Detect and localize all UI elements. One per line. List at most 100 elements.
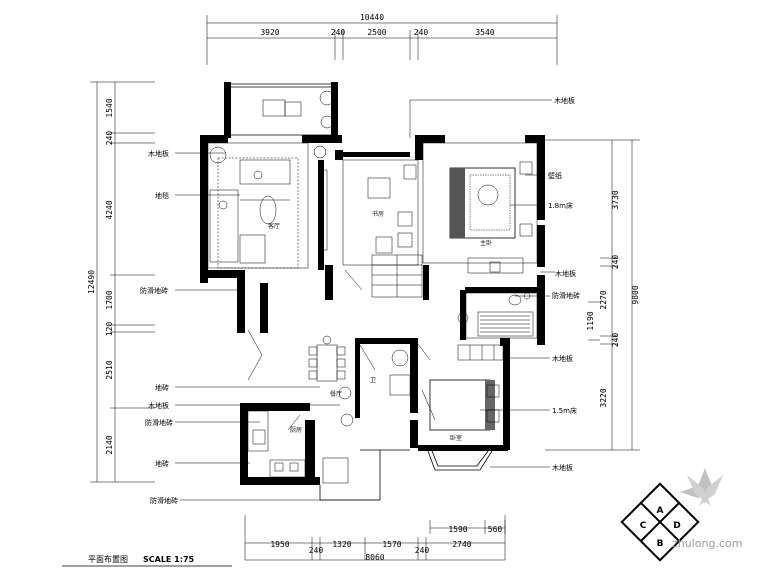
toilet-icon bbox=[508, 294, 522, 306]
dim-bottom-total: 8060 bbox=[365, 553, 384, 562]
bottom-dimensions: 1590 560 1950 240 1320 1570 240 2740 806… bbox=[244, 515, 506, 562]
note-left-1: 木地板 bbox=[148, 149, 169, 158]
note-left-2: 地毯 bbox=[155, 191, 169, 200]
dim-top-3: 2500 bbox=[367, 28, 386, 37]
title-block: 平面布置图 SCALE 1:75 bbox=[62, 554, 232, 567]
dim-left-5: 120 bbox=[105, 322, 114, 337]
note-right-2: 壁纸 bbox=[548, 171, 562, 180]
logo-letter-b: B bbox=[657, 539, 664, 549]
room-study: 书房 bbox=[372, 210, 384, 218]
sink-icon bbox=[252, 429, 266, 445]
plant-icon bbox=[319, 90, 335, 106]
plant-icon bbox=[209, 146, 227, 164]
dim-left-1: 1540 bbox=[105, 98, 114, 117]
dim-bottom-upper-1: 1590 bbox=[448, 525, 467, 534]
top-dimensions: 10440 3920 240 2500 240 3540 bbox=[206, 13, 558, 65]
plant-icon bbox=[313, 145, 327, 159]
note-left-3: 防滑地砖 bbox=[140, 286, 168, 295]
dim-bottom-upper-2: 560 bbox=[488, 525, 503, 534]
dim-left-total: 12490 bbox=[87, 270, 96, 294]
room-labels: 客厅 书房 主卧 餐厅 厨房 卫 卧室 bbox=[268, 210, 492, 442]
dim-left-3: 4240 bbox=[105, 200, 114, 219]
chair-icon bbox=[336, 370, 346, 380]
chair-icon bbox=[336, 358, 346, 368]
logo-letter-d: D bbox=[673, 521, 680, 531]
dim-right-3: 2270 bbox=[599, 290, 608, 309]
dim-right-6: 3220 bbox=[599, 388, 608, 407]
room-living: 客厅 bbox=[268, 222, 280, 230]
dim-right-total: 9800 bbox=[631, 285, 640, 304]
room-kitchen: 厨房 bbox=[290, 426, 302, 434]
note-left-6: 防滑地砖 bbox=[145, 418, 173, 427]
furniture bbox=[207, 90, 538, 484]
nightstand-icon bbox=[519, 161, 533, 175]
logo-letter-a: A bbox=[657, 506, 664, 516]
dim-left-4: 1700 bbox=[105, 290, 114, 309]
right-dimensions: 9800 3730 240 2270 1190 240 3220 bbox=[545, 139, 640, 451]
dim-bottom-1: 1950 bbox=[270, 540, 289, 549]
note-left-5: 木地板 bbox=[148, 401, 169, 410]
chair-icon bbox=[375, 236, 393, 254]
cabinet-icon bbox=[247, 410, 269, 452]
dim-left-7: 2140 bbox=[105, 435, 114, 454]
note-right-5: 防滑地砖 bbox=[552, 291, 580, 300]
room-bath: 卫 bbox=[370, 377, 376, 384]
dim-top-5: 3540 bbox=[475, 28, 494, 37]
dim-bottom-6: 2740 bbox=[452, 540, 471, 549]
note-right-3: 1.8m床 bbox=[548, 201, 573, 210]
right-annotations: 木地板 壁纸 1.8m床 木地板 防滑地砖 木地板 1.5m床 木地板 bbox=[409, 96, 580, 472]
note-right-6: 木地板 bbox=[552, 354, 573, 363]
plant-icon bbox=[340, 413, 354, 427]
plan-scale: SCALE 1:75 bbox=[143, 555, 195, 564]
note-left-7: 地砖 bbox=[155, 459, 169, 468]
brand-logo: A B C D zhulong.com bbox=[620, 468, 742, 562]
dim-right-2: 240 bbox=[611, 255, 620, 270]
rug-icon bbox=[217, 157, 299, 269]
left-annotations: 木地板 地毯 防滑地砖 地砖 木地板 防滑地砖 地砖 防滑地砖 bbox=[140, 149, 380, 505]
coffee-table-icon bbox=[259, 195, 277, 225]
lounge-chair-icon bbox=[262, 99, 286, 117]
left-dimensions: 12490 1540 240 4240 1700 120 2510 2140 bbox=[87, 81, 155, 483]
dim-bottom-3: 1320 bbox=[332, 540, 351, 549]
dim-top-total: 10440 bbox=[360, 13, 384, 22]
room-dining: 餐厅 bbox=[330, 390, 342, 398]
wardrobe-icon bbox=[457, 344, 504, 361]
stove-icon bbox=[269, 459, 306, 478]
desk-chair-icon bbox=[367, 177, 391, 199]
nightstand-icon bbox=[486, 384, 500, 398]
note-left-8: 防滑地砖 bbox=[150, 496, 178, 505]
dresser-icon bbox=[467, 257, 524, 274]
dim-bottom-2: 240 bbox=[309, 546, 324, 555]
bathtub-icon bbox=[477, 311, 534, 337]
plan-title: 平面布置图 bbox=[88, 554, 128, 564]
washing-machine-icon bbox=[322, 457, 349, 484]
note-right-4: 木地板 bbox=[555, 269, 576, 278]
chair-icon bbox=[308, 370, 318, 380]
nightstand-icon bbox=[519, 223, 533, 237]
plant-icon bbox=[320, 115, 334, 129]
walls bbox=[200, 82, 545, 501]
dim-bottom-5: 240 bbox=[415, 546, 430, 555]
note-right-7: 1.5m床 bbox=[552, 406, 577, 415]
dim-top-4: 240 bbox=[414, 28, 429, 37]
washbasin-icon bbox=[391, 349, 409, 367]
note-right-1: 木地板 bbox=[554, 96, 575, 105]
chair-icon bbox=[308, 358, 318, 368]
dim-left-2: 240 bbox=[105, 131, 114, 146]
room-master: 主卧 bbox=[480, 239, 492, 247]
dim-right-4: 1190 bbox=[586, 311, 595, 330]
sofa-icon bbox=[209, 189, 239, 263]
dim-right-1: 3730 bbox=[611, 190, 620, 209]
chair-icon bbox=[308, 346, 318, 356]
note-left-4: 地砖 bbox=[155, 383, 169, 392]
dim-right-5: 240 bbox=[611, 333, 620, 348]
dining-table-icon bbox=[316, 344, 338, 382]
chair-icon bbox=[336, 346, 346, 356]
dim-bottom-4: 1570 bbox=[382, 540, 401, 549]
plant-icon bbox=[457, 312, 469, 324]
dim-top-1: 3920 bbox=[260, 28, 279, 37]
dim-left-6: 2510 bbox=[105, 360, 114, 379]
watermark-text: zhulong.com bbox=[672, 537, 742, 550]
note-right-8: 木地板 bbox=[552, 463, 573, 472]
flower-watermark-icon bbox=[680, 468, 723, 506]
